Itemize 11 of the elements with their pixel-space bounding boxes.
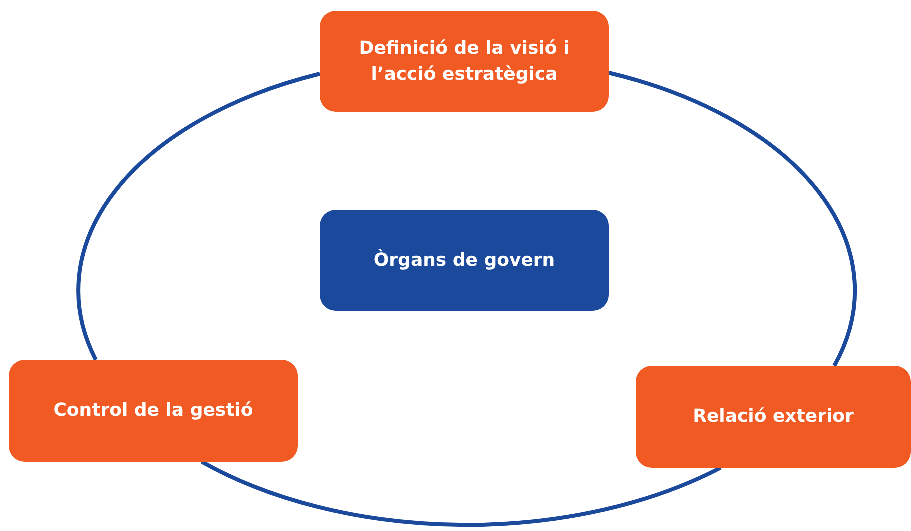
box-label: Definició de la visió i l’acció estratègica — [358, 37, 571, 86]
connector-arc — [201, 460, 722, 527]
process-box — [636, 366, 911, 468]
box-label: Control de la gestió — [54, 399, 254, 424]
process-box — [320, 11, 609, 112]
process-box — [320, 210, 609, 311]
box-label: Relació exterior — [693, 405, 854, 430]
connector-arc — [608, 71, 857, 367]
connector-arc — [77, 72, 321, 361]
process-box — [9, 360, 298, 462]
box-label: Òrgans de govern — [374, 248, 556, 273]
